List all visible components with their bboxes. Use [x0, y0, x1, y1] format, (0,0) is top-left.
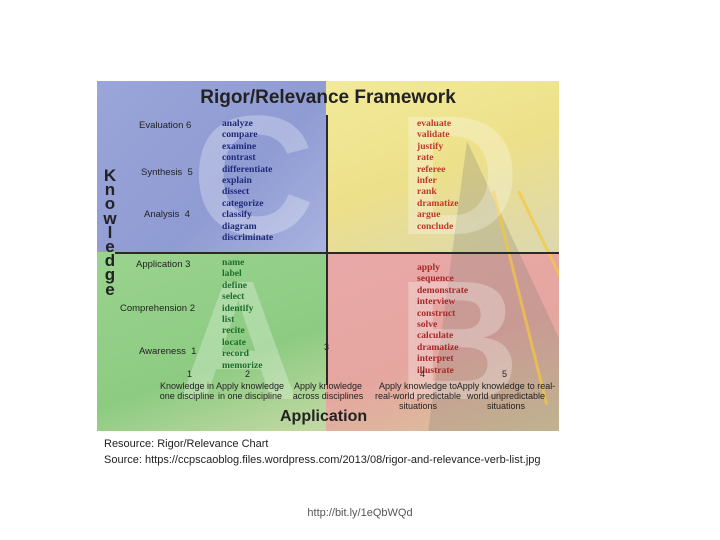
application-level-description: Apply knowledge to real- world unpredict…	[452, 381, 559, 411]
verb-item: locate	[222, 337, 262, 348]
quadrant-a-verb-list: name label define select identify list r…	[222, 257, 262, 371]
verb-item: categorize	[222, 198, 273, 209]
verb-item: infer	[417, 175, 459, 186]
knowledge-level-synthesis: Synthesis 5	[141, 167, 193, 178]
verb-item: dissect	[222, 186, 273, 197]
knowledge-axis-label: K n o w l e d g e	[103, 169, 117, 297]
verb-item: identify	[222, 303, 262, 314]
quadrant-c-verb-list: analyze compare examine contrast differe…	[222, 118, 273, 243]
quadrant-b-verb-list: apply sequence demonstrate interview con…	[417, 262, 468, 376]
verb-item: list	[222, 314, 262, 325]
image-caption: Resource: Rigor/Relevance Chart Source: …	[104, 436, 541, 468]
application-axis-label: Application	[280, 408, 367, 426]
verb-item: sequence	[417, 273, 468, 284]
verb-item: justify	[417, 141, 459, 152]
knowledge-level-analysis: Analysis 4	[144, 209, 190, 220]
verb-item: classify	[222, 209, 273, 220]
horizontal-divider	[115, 252, 559, 254]
verb-item: name	[222, 257, 262, 268]
application-level-number: 4	[420, 369, 425, 379]
verb-item: differentiate	[222, 164, 273, 175]
verb-item: construct	[417, 308, 468, 319]
verb-item: label	[222, 268, 262, 279]
verb-item: apply	[417, 262, 468, 273]
knowledge-level-application: Application 3	[136, 259, 190, 270]
footer-link[interactable]: http://bit.ly/1eQbWQd	[0, 507, 720, 519]
verb-item: examine	[222, 141, 273, 152]
knowledge-level-awareness: Awareness 1	[139, 346, 196, 357]
verb-item: solve	[417, 319, 468, 330]
verb-item: demonstrate	[417, 285, 468, 296]
verb-item: argue	[417, 209, 459, 220]
verb-item: compare	[222, 129, 273, 140]
verb-item: interview	[417, 296, 468, 307]
verb-item: evaluate	[417, 118, 459, 129]
verb-item: analyze	[222, 118, 273, 129]
quadrant-d-verb-list: evaluate validate justify rate referee i…	[417, 118, 459, 232]
knowledge-level-comprehension: Comprehension 2	[120, 303, 195, 314]
verb-item: calculate	[417, 330, 468, 341]
verb-item: discriminate	[222, 232, 273, 243]
verb-item: interpret	[417, 353, 468, 364]
framework-title: Rigor/Relevance Framework	[97, 87, 559, 109]
application-level-description: Apply knowledge in one discipline	[208, 381, 292, 401]
knowledge-level-evaluation: Evaluation 6	[139, 120, 191, 131]
verb-item: memorize	[222, 360, 262, 371]
verb-item: recite	[222, 325, 262, 336]
verb-item: validate	[417, 129, 459, 140]
verb-item: rank	[417, 186, 459, 197]
verb-item: referee	[417, 164, 459, 175]
verb-item: define	[222, 280, 262, 291]
verb-item: select	[222, 291, 262, 302]
verb-item: record	[222, 348, 262, 359]
caption-source: Source: https://ccpscaoblog.files.wordpr…	[104, 452, 541, 468]
rigor-relevance-framework-image: C D A B Rigor/Relevance Framework K n o …	[97, 81, 559, 431]
caption-resource: Resource: Rigor/Relevance Chart	[104, 436, 541, 452]
verb-item: conclude	[417, 221, 459, 232]
application-level-number: 5	[502, 369, 507, 379]
application-level-number: 1	[187, 369, 192, 379]
application-level-number: 3	[324, 342, 329, 352]
verb-item: diagram	[222, 221, 273, 232]
verb-item: rate	[417, 152, 459, 163]
verb-item: dramatize	[417, 342, 468, 353]
application-level-number: 2	[245, 369, 250, 379]
verb-item: contrast	[222, 152, 273, 163]
application-level-description: Apply knowledge across disciplines	[285, 381, 371, 401]
verb-item: explain	[222, 175, 273, 186]
verb-item: dramatize	[417, 198, 459, 209]
